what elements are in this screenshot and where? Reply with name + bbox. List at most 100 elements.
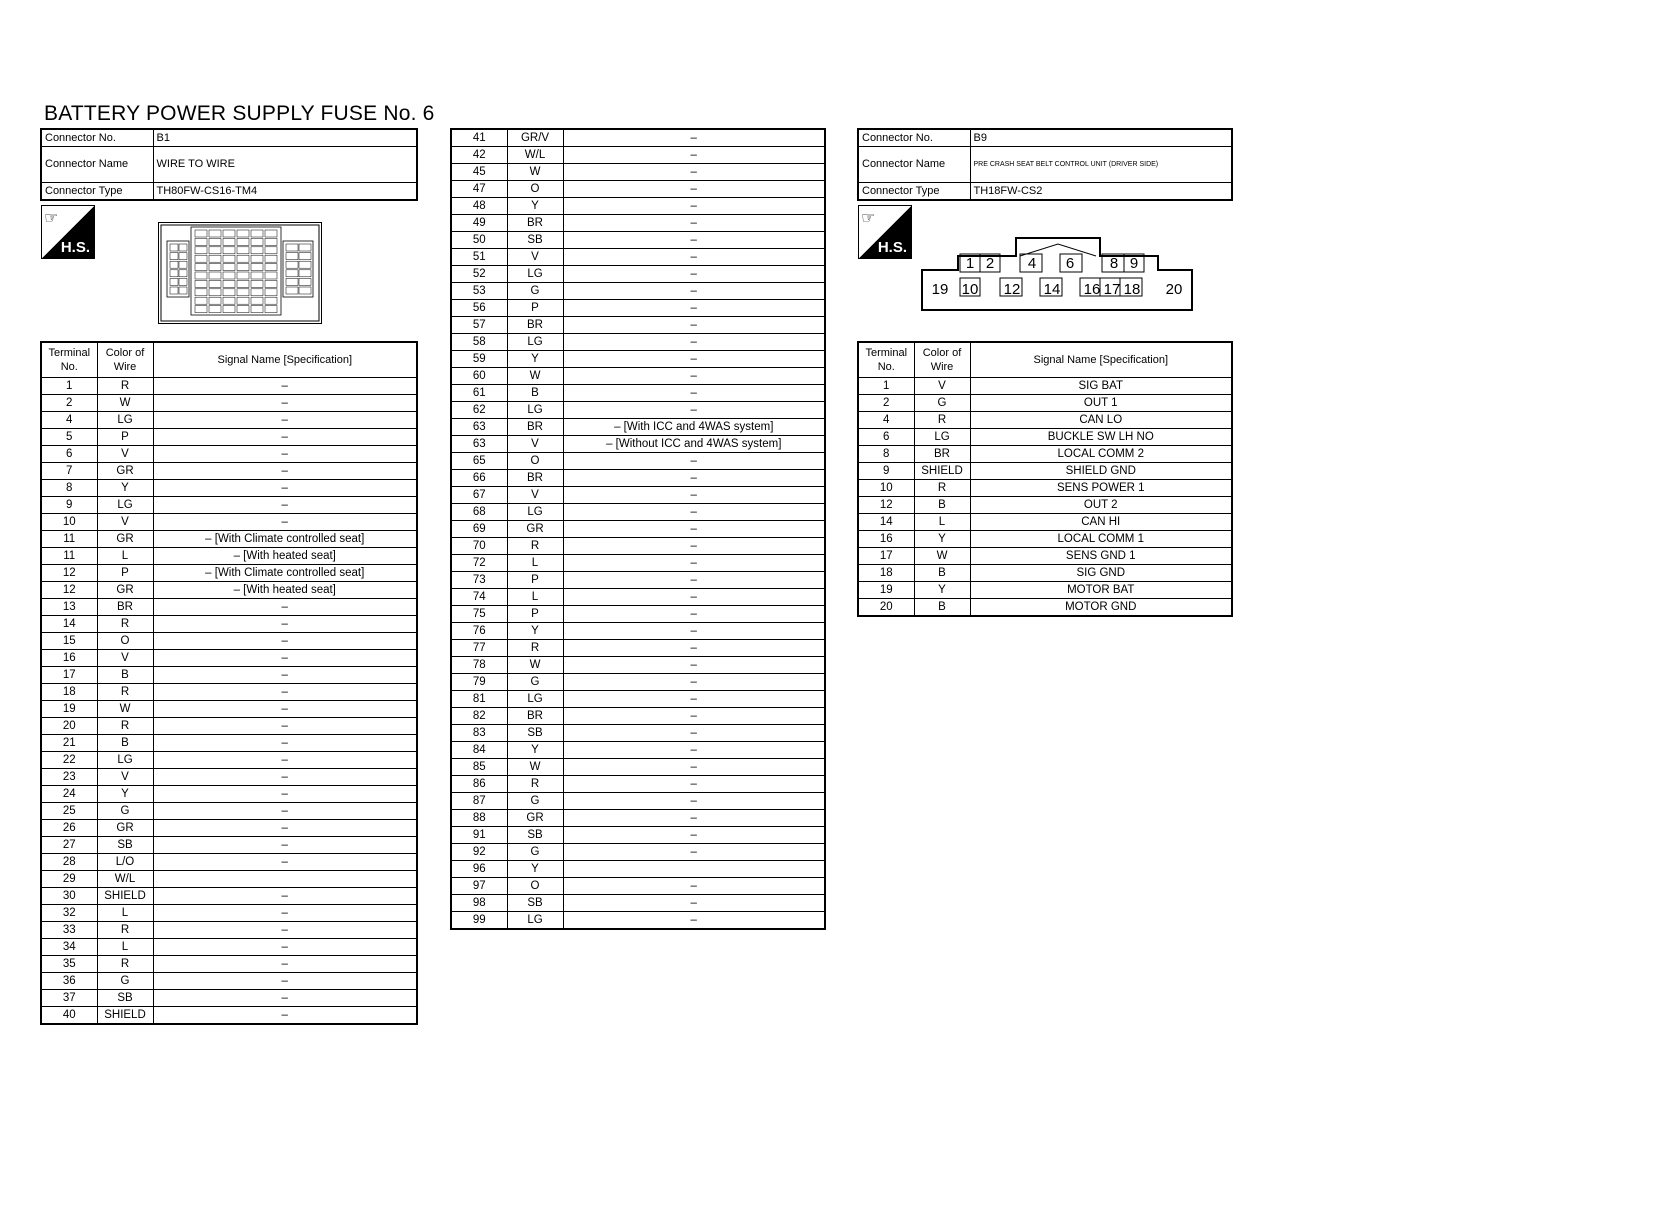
wire-color: GR (96, 819, 154, 837)
cavity (208, 238, 222, 246)
terminal-no: 96 (450, 860, 508, 878)
terminal-no: 88 (450, 809, 508, 827)
wire-color: GR (506, 520, 564, 538)
cavity (208, 263, 222, 271)
signal-name: – (562, 128, 826, 147)
signal-name (152, 870, 418, 888)
cavity (250, 271, 264, 280)
wire-color: L/O (96, 853, 154, 871)
cavity (208, 296, 222, 305)
cavity (169, 260, 179, 269)
pin-label: 8 (1110, 255, 1118, 272)
signal-name: – (562, 316, 826, 334)
signal-name: – (152, 853, 418, 871)
signal-name: – (562, 758, 826, 776)
signal-name: – (562, 452, 826, 470)
signal-name: – (152, 479, 418, 497)
wire-color: R (913, 411, 971, 429)
cavity (222, 280, 236, 288)
terminal-no: 14 (857, 513, 915, 531)
label-connector-no: Connector No. (40, 128, 154, 147)
hand-icon: ☞ (44, 210, 59, 227)
wire-color: R (506, 775, 564, 793)
terminal-no: 99 (450, 911, 508, 930)
pin-label: 16 (1084, 281, 1101, 298)
terminal-no: 13 (40, 598, 98, 616)
wire-color: BR (96, 598, 154, 616)
cavity (298, 252, 312, 260)
terminal-no: 52 (450, 265, 508, 283)
wire-color: SHIELD (96, 887, 154, 905)
wire-color: GR (96, 530, 154, 548)
terminal-no: 61 (450, 384, 508, 402)
terminal-no: 85 (450, 758, 508, 776)
terminal-no: 7 (40, 462, 98, 480)
signal-name: – [With heated seat] (152, 547, 418, 565)
header-signal-name: Signal Name [Specification] (969, 341, 1233, 378)
terminal-no: 63 (450, 418, 508, 436)
signal-name: – (562, 809, 826, 827)
terminal-no: 16 (857, 530, 915, 548)
wire-color: W (96, 700, 154, 718)
signal-name: – (152, 445, 418, 463)
wire-color: V (96, 768, 154, 786)
signal-name: – (562, 775, 826, 793)
wire-color: P (506, 605, 564, 623)
header-terminal-no: Terminal No. (857, 341, 915, 378)
pin-label: 10 (962, 281, 979, 298)
signal-name: – (152, 513, 418, 531)
signal-name: – (562, 265, 826, 283)
wire-color: Y (913, 530, 971, 548)
cavity (208, 246, 222, 255)
wire-color: G (913, 394, 971, 412)
signal-name: MOTOR GND (969, 598, 1233, 617)
wire-color: SB (96, 989, 154, 1007)
b1-terminal-table-left: Terminal No. Color of Wire Signal Name [… (40, 341, 418, 1025)
cavity (298, 278, 312, 286)
cavity (208, 254, 222, 263)
cavity (264, 288, 278, 297)
wire-color: V (506, 486, 564, 504)
terminal-no: 1 (857, 377, 915, 395)
cavity (194, 288, 208, 297)
signal-name: – (562, 690, 826, 708)
header-color-of-wire: Color of Wire (913, 341, 971, 378)
terminal-no: 65 (450, 452, 508, 470)
terminal-no: 17 (857, 547, 915, 565)
terminal-no: 57 (450, 316, 508, 334)
wire-color: LG (96, 496, 154, 514)
cavity (250, 288, 264, 297)
signal-name: – (152, 666, 418, 684)
hs-harness-icon: ☞ H.S. (41, 205, 95, 259)
terminal-no: 73 (450, 571, 508, 589)
wire-color: G (96, 972, 154, 990)
cavity (169, 286, 179, 295)
wire-color: GR/V (506, 128, 564, 147)
terminal-no: 20 (40, 717, 98, 735)
cavity (222, 238, 236, 246)
terminal-no: 33 (40, 921, 98, 939)
terminal-no: 56 (450, 299, 508, 317)
wire-color: SB (96, 836, 154, 854)
signal-name: – (152, 428, 418, 446)
signal-name: – (152, 598, 418, 616)
